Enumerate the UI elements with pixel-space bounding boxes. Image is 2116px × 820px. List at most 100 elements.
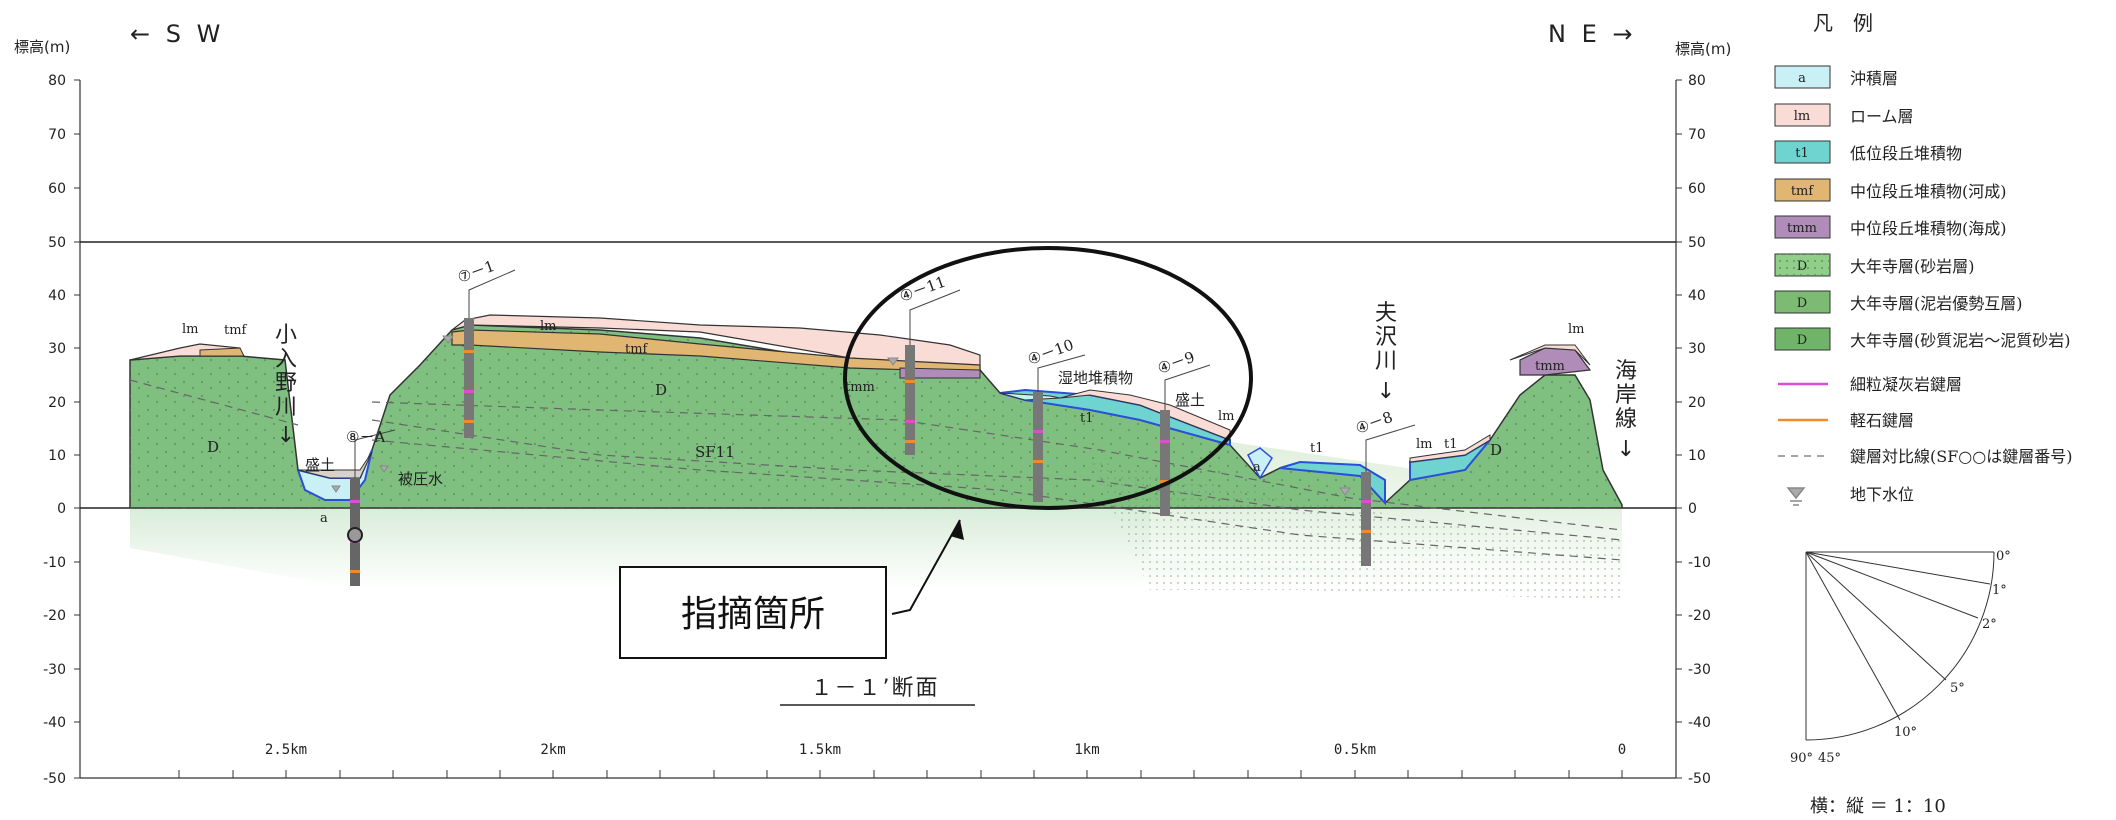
y-tick-label: -50 [1688,771,1711,787]
river-char: 入 [275,347,297,372]
label-borehole-7-1: ⑦－1 [455,257,497,287]
legend-label: 鍵層対比線(SF○○は鍵層番号) [1850,447,2072,466]
label-river-fusawa: 夫 沢 川 ↓ [1375,301,1397,404]
label-tmm: tmm [845,380,875,395]
label-a: a [1253,460,1261,475]
legend-label: 大年寺層(泥岩優勢互層) [1850,294,2023,313]
y-axis-left: 80 70 60 50 40 30 20 10 0 -10 -20 -30 -4… [43,73,80,787]
tmf-left [199,347,245,357]
y-tick-label: -20 [43,608,66,624]
label-river-oirino: 小 入 野 川 ↓ [275,323,297,448]
y-tick-label: -20 [1688,608,1711,624]
borehole-4-11 [905,345,915,455]
legend-label: 地下水位 [1850,485,1914,504]
legend-label: 沖積層 [1850,69,1898,88]
borehole-7-1 [464,318,474,438]
label-tmm: tmm [1535,359,1565,374]
angle-label: 45° [1818,751,1841,766]
lm-right [1509,344,1591,366]
y-tick-label: 40 [48,288,66,304]
tmm-mid [899,367,981,379]
legend-swatch [1774,327,1831,351]
river-char: 野 [275,371,297,396]
legend-label: 低位段丘堆積物 [1850,144,1962,163]
y-tick-label: 60 [1688,181,1706,197]
legend-code: lm [1794,109,1811,124]
angle-label: 10° [1894,725,1917,740]
label-a: a [320,511,328,526]
x-tick-label: 1.5km [799,742,841,758]
legend-swatch [1774,290,1831,314]
river-arrow: ↓ [277,423,295,448]
y-tick-label: 30 [48,341,66,357]
y-tick-label: 10 [1688,448,1706,464]
legend-label: 細粒凝灰岩鍵層 [1850,375,1962,394]
sandy-unit-dense [1090,460,1622,600]
label-lm: lm [1416,437,1433,452]
angle-label: 0° [1996,549,2011,564]
y-tick-label: -10 [1688,555,1711,571]
legend-code: tmm [1787,221,1817,236]
label-confined-water: 被圧水 [398,470,443,488]
legend-swatch-texture [1775,254,1830,276]
legend-label: 大年寺層(砂質泥岩～泥質砂岩) [1850,331,2071,350]
borehole-4-9 [1160,410,1170,516]
y-tick-label: 50 [48,235,66,251]
x-axis [178,770,1623,778]
x-tick-label: 0 [1618,742,1626,758]
y-tick-label: 60 [48,181,66,197]
river-char: 沢 [1375,325,1397,350]
label-borehole-4-9: ④－9 [1155,348,1197,378]
callout-arrowhead [950,520,964,540]
legend-label: 軽石鍵層 [1850,411,1914,430]
t1-central [999,388,1231,447]
direction-sw: ← S W [130,20,224,48]
y-tick-label: -50 [43,771,66,787]
borehole-leaders [354,269,1416,478]
label-coastline: 海 岸 線 ↓ [1615,359,1637,462]
x-tick-label: 0.5km [1334,742,1376,758]
legend-code: t1 [1795,146,1809,161]
label-morido: 盛土 [1175,391,1205,409]
y-tick-label: 20 [1688,395,1706,411]
y-tick-label: -40 [1688,715,1711,731]
legend-label: ローム層 [1850,107,1914,126]
coast-char: 岸 [1615,383,1637,408]
y-tick-label: 20 [48,395,66,411]
label-tmf: tmf [625,342,649,357]
y-tick-label: 70 [48,127,66,143]
borehole-4-8 [1361,472,1371,566]
label-tmf: tmf [224,323,248,338]
river-char: 小 [275,323,297,348]
label-borehole-8a: ⑧－A [346,428,385,446]
x-tick-label: 2km [540,742,565,758]
left-elevation-unit: 標高(m) [14,38,70,56]
legend-label: 中位段丘堆積物(海成) [1850,219,2007,238]
groundwater-level-icons [331,335,1351,496]
river-arrow: ↓ [1377,379,1395,404]
river-char: 川 [1375,349,1397,374]
legend-swatch [1774,140,1831,164]
y-tick-label: -10 [43,555,66,571]
coast-char: 海 [1615,359,1637,384]
label-d: D [207,438,219,456]
label-sf11: SF11 [695,443,735,461]
label-borehole-4-10: ④－10 [1025,336,1076,369]
label-lm: lm [1568,322,1585,337]
y-tick-label: 0 [1688,501,1697,517]
scale-ratio: 横：縦 ＝ 1：10 [1810,796,1946,816]
x-tick-label: 2.5km [265,742,307,758]
y-axis-right: 80 70 60 50 40 30 20 10 0 -10 -20 -30 -4… [1676,73,1711,787]
x-tick-label: 1km [1074,742,1099,758]
right-elevation-unit: 標高(m) [1675,40,1731,58]
legend-swatch [1774,178,1831,202]
y-tick-label: -30 [43,662,66,678]
label-d: D [655,381,667,399]
legend-code: a [1798,71,1806,86]
legend: a 沖積層 lm ローム層 t1 低位段丘堆積物 tmf 中位段丘堆積物(河成)… [1774,65,2072,506]
y-tick-label: -40 [43,715,66,731]
legend-code: D [1797,259,1807,274]
legend-swatch [1774,65,1831,89]
label-lm: lm [182,322,199,337]
